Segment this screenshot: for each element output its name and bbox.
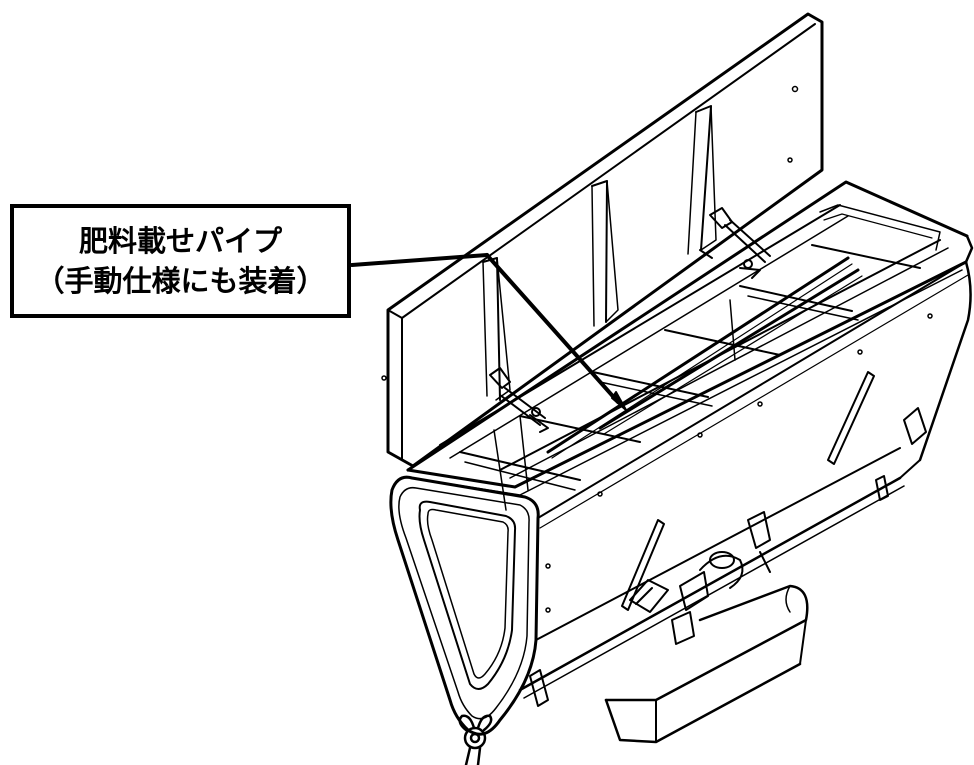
callout-subtitle: （手動仕様にも装着） bbox=[35, 264, 326, 298]
callout-title: 肥料載せパイプ bbox=[78, 224, 282, 258]
fertilizer-pipes bbox=[546, 256, 863, 459]
lid-hinges bbox=[489, 207, 771, 433]
callout-leader bbox=[350, 253, 627, 411]
hopper-lid bbox=[381, 12, 824, 468]
adjust-knob bbox=[458, 714, 493, 765]
callout-label-box: 肥料載せパイプ （手動仕様にも装着） bbox=[10, 204, 351, 318]
hopper-body bbox=[389, 260, 972, 736]
lower-roller bbox=[604, 584, 809, 744]
outlet-mechanism bbox=[529, 407, 927, 707]
